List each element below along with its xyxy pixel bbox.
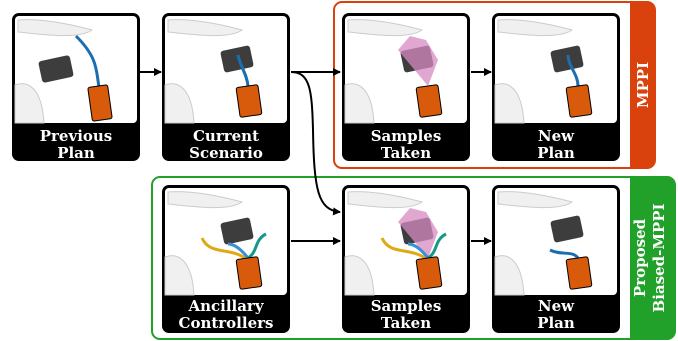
panel-mppi-new-plan: New Plan <box>492 13 620 162</box>
panel-biased-samples: Samples Taken <box>342 185 470 333</box>
panel-current-scenario: Current Scenario <box>162 13 290 162</box>
controller-teal <box>427 232 447 260</box>
panel-line1: New <box>538 127 575 145</box>
biased-label-line2: Biased-MPPI <box>650 204 668 313</box>
panel-line2: Taken <box>381 144 431 162</box>
panel-line1: Ancillary <box>187 297 264 315</box>
plan-trajectory <box>566 54 580 87</box>
panel-line2: Plan <box>537 144 575 162</box>
panel-line2: Controllers <box>179 314 274 332</box>
robot <box>415 256 443 290</box>
panel-line2: Plan <box>57 144 95 162</box>
robot <box>565 84 593 118</box>
arrow-current-to-biased <box>290 71 341 216</box>
robot <box>235 256 263 290</box>
obstacle <box>550 215 584 243</box>
mppi-label: MPPI <box>634 62 652 108</box>
controller-blue <box>227 242 250 259</box>
mppi-group: MPPI <box>333 1 656 169</box>
obstacle <box>220 45 254 73</box>
plan-trajectory <box>74 34 101 88</box>
biased-label-bar <box>630 177 675 339</box>
panel-line1: New <box>538 297 575 315</box>
plan-trajectory <box>236 54 250 87</box>
panel-line2: Taken <box>381 314 431 332</box>
controller-teal <box>247 232 267 260</box>
panel-line1: Samples <box>371 297 442 315</box>
panel-line2: Scenario <box>189 144 263 162</box>
sample-cone <box>398 36 438 86</box>
robot <box>415 84 443 118</box>
obstacle <box>220 217 254 245</box>
robot <box>87 84 113 122</box>
sample-cone <box>398 208 438 258</box>
controller-yellow <box>380 237 429 262</box>
panel-line1: Previous <box>40 127 113 145</box>
controller-blue <box>407 242 430 259</box>
panel-line1: Samples <box>371 127 442 145</box>
panel-ancillary-controllers: Ancillary Controllers <box>162 185 290 333</box>
plan-trajectory <box>549 248 580 260</box>
mppi-label-bar <box>630 2 655 168</box>
obstacle <box>38 55 74 83</box>
controller-yellow <box>200 237 249 262</box>
panel-line2: Plan <box>537 314 575 332</box>
panel-biased-new-plan: New Plan <box>492 185 620 333</box>
biased-mppi-group: Proposed Biased-MPPI <box>151 176 676 340</box>
robot <box>565 256 593 290</box>
biased-label-line1: Proposed <box>631 218 649 297</box>
panel-line1: Current <box>193 127 259 145</box>
arrows <box>140 68 492 245</box>
panel-mppi-samples: Samples Taken <box>342 13 470 162</box>
panel-previous-plan: Previous Plan <box>12 13 140 162</box>
robot <box>235 84 263 118</box>
